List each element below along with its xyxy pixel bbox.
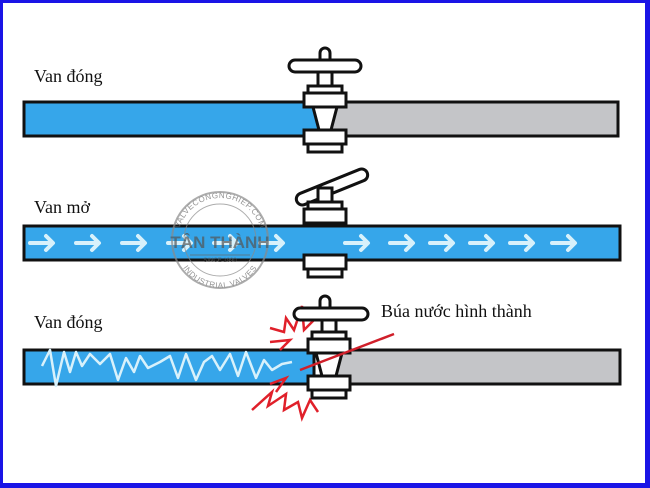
arrow-right-icon <box>258 234 285 252</box>
flow-arrows <box>28 234 577 252</box>
row-3-water-hammer <box>22 294 622 422</box>
empty-pipe <box>328 100 620 138</box>
valve-icon <box>287 46 363 154</box>
arrow-right-icon <box>428 234 455 252</box>
water-filled-pipe <box>22 100 326 138</box>
watermark-brand: TÂN THÀNH <box>170 233 269 252</box>
valve-icon <box>292 294 370 400</box>
empty-pipe <box>332 348 622 386</box>
svg-text:VALVECONGNGHIEP.COM: VALVECONGNGHIEP.COM <box>173 191 267 229</box>
row-1-label: Van đóng <box>34 66 103 86</box>
shock-wave-line <box>40 348 293 388</box>
arrow-right-icon <box>212 234 239 252</box>
valve-icon <box>294 167 370 279</box>
water-hammer-annotation: Búa nước hình thành <box>381 301 532 321</box>
watermark-since: SINCE 1990 <box>203 258 237 264</box>
row-2-label: Van mở <box>34 197 91 217</box>
pointer-line <box>299 332 395 372</box>
arrow-right-icon <box>74 234 101 252</box>
arrow-right-icon <box>550 234 577 252</box>
arrow-right-icon <box>508 234 535 252</box>
row-1-closed-valve <box>22 46 620 154</box>
arrow-right-icon <box>388 234 415 252</box>
arrow-right-icon <box>468 234 495 252</box>
arrow-right-icon <box>343 234 370 252</box>
arrow-right-icon <box>28 234 55 252</box>
watermark-logo: VALVECONGNGHIEP.COM INDUSTRIAL VALVES TÂ… <box>170 191 269 290</box>
svg-text:INDUSTRIAL VALVES: INDUSTRIAL VALVES <box>181 264 259 290</box>
watermark-top-text: VALVECONGNGHIEP.COM <box>173 191 267 229</box>
arrow-right-icon <box>120 234 147 252</box>
row-2-open-valve <box>22 167 622 279</box>
impact-burst-icon <box>251 305 320 422</box>
watermark-bottom-text: INDUSTRIAL VALVES <box>181 264 258 290</box>
row-3-label: Van đóng <box>34 312 103 332</box>
